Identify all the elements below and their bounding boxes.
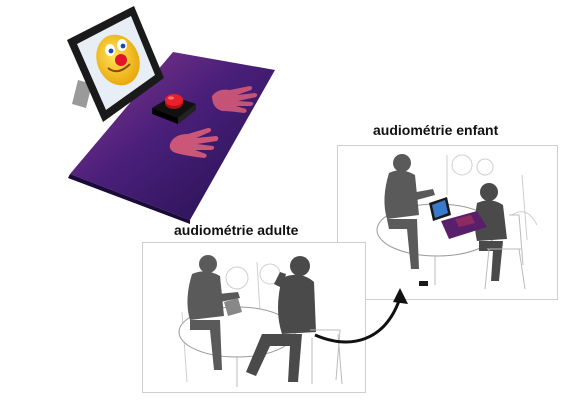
tablet-stand — [72, 80, 92, 108]
curved-arrow-icon — [314, 288, 408, 344]
adult-audiometry-label: audiométrie adulte — [174, 222, 299, 238]
tablet-icon — [224, 298, 242, 316]
hand-print-icon — [212, 86, 258, 113]
smiley-face-icon — [96, 34, 140, 86]
chair — [484, 214, 526, 290]
examiner-silhouette — [187, 255, 240, 370]
patient-silhouette — [246, 256, 316, 382]
hand-print-icon — [169, 128, 219, 158]
tablet-icon — [67, 6, 164, 122]
red-push-button-icon — [152, 94, 196, 124]
child-audiometry-label: audiométrie enfant — [373, 122, 499, 138]
child-audiometry-scene — [337, 145, 558, 300]
product-illustration — [67, 6, 275, 224]
push-button — [419, 281, 428, 286]
adult-silhouette — [384, 154, 435, 269]
adult-audiometry-scene — [142, 242, 366, 393]
child-silhouette — [475, 183, 507, 281]
